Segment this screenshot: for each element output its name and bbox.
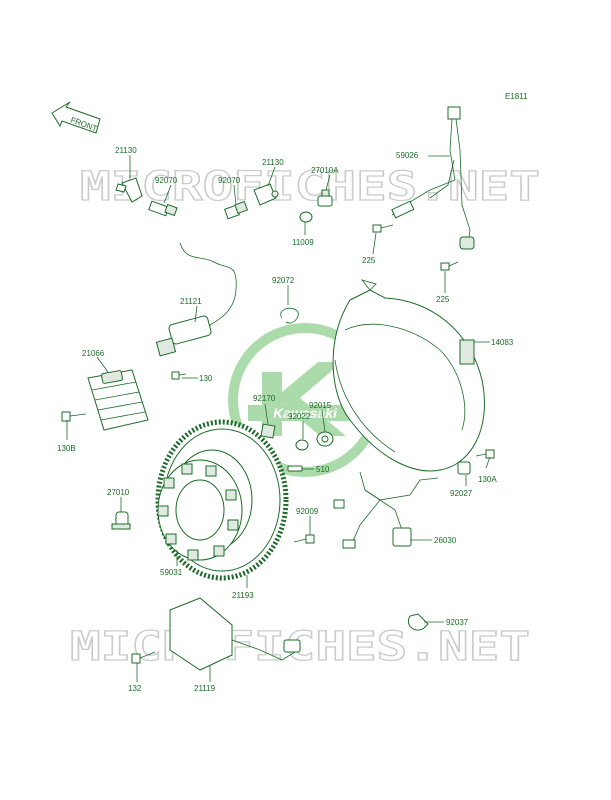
label-130: 130 — [199, 374, 213, 383]
label-132: 132 — [128, 684, 142, 693]
bolt-130B — [61, 411, 87, 422]
sensor-27010A — [317, 189, 333, 207]
bracket-92170 — [260, 423, 276, 439]
cover-14083 — [332, 279, 485, 472]
label-27010: 27010 — [107, 488, 130, 497]
screw-225-lower — [440, 261, 459, 271]
part-labels: 21130 92070 92070 21130 27010A 59026 110… — [57, 146, 514, 693]
label-21121: 21121 — [180, 297, 202, 306]
leader-lines — [66, 155, 491, 682]
plug-cap-left — [115, 177, 143, 203]
label-92027: 92027 — [450, 489, 473, 498]
label-14083: 14083 — [491, 338, 514, 347]
regulator-21066 — [87, 369, 149, 431]
label-21119: 21119 — [194, 684, 216, 693]
label-21130-left: 21130 — [115, 146, 137, 155]
plug-cap-middle — [253, 183, 279, 206]
label-92015: 92015 — [309, 401, 332, 410]
label-92070-middle: 92070 — [218, 176, 241, 185]
label-21130-middle: 21130 — [262, 158, 284, 167]
label-59031: 59031 — [160, 568, 183, 577]
front-arrow-icon: FRONT — [51, 101, 101, 134]
stator-59031 — [157, 459, 243, 561]
label-225-lower: 225 — [436, 295, 450, 304]
grommet-92027 — [457, 461, 471, 475]
sensor-27010 — [111, 511, 131, 530]
label-130A: 130A — [478, 475, 497, 484]
label-92037: 92037 — [446, 618, 469, 627]
key-510 — [287, 465, 303, 472]
clamp-92037 — [408, 613, 429, 631]
label-92070-left: 92070 — [155, 176, 178, 185]
label-26030: 26030 — [434, 536, 457, 545]
label-92072: 92072 — [272, 276, 295, 285]
harness-26030 — [333, 471, 439, 549]
wire-harness-59026 — [391, 106, 475, 250]
gasket-11009 — [299, 211, 313, 223]
label-225-upper: 225 — [362, 256, 376, 265]
label-92170: 92170 — [253, 394, 276, 403]
label-92022: 92022 — [288, 412, 311, 421]
screw-92009 — [293, 534, 315, 544]
diagram-code: E1811 — [505, 92, 528, 101]
label-92009: 92009 — [296, 507, 319, 516]
logo-text: Kawasaki — [273, 405, 338, 421]
spark-plug-left — [148, 200, 178, 217]
label-130B: 130B — [57, 444, 76, 453]
label-21193: 21193 — [232, 591, 254, 600]
label-59026: 59026 — [396, 151, 419, 160]
label-510: 510 — [316, 465, 330, 474]
screw-225-upper — [372, 224, 394, 233]
watermark-top: MICROFICHES.NET — [80, 164, 540, 210]
ignition-coil-21121 — [155, 242, 237, 357]
clip-92072 — [280, 307, 299, 324]
bolt-132 — [131, 651, 156, 664]
washer-92022 — [295, 439, 309, 451]
label-27010A: 27010A — [311, 166, 339, 175]
label-11009: 11009 — [292, 238, 314, 247]
spark-plug-middle — [224, 200, 249, 220]
bolt-130 — [171, 371, 187, 380]
igniter-21119 — [169, 597, 301, 671]
bolt-130A — [475, 449, 495, 459]
label-21066: 21066 — [82, 349, 105, 358]
